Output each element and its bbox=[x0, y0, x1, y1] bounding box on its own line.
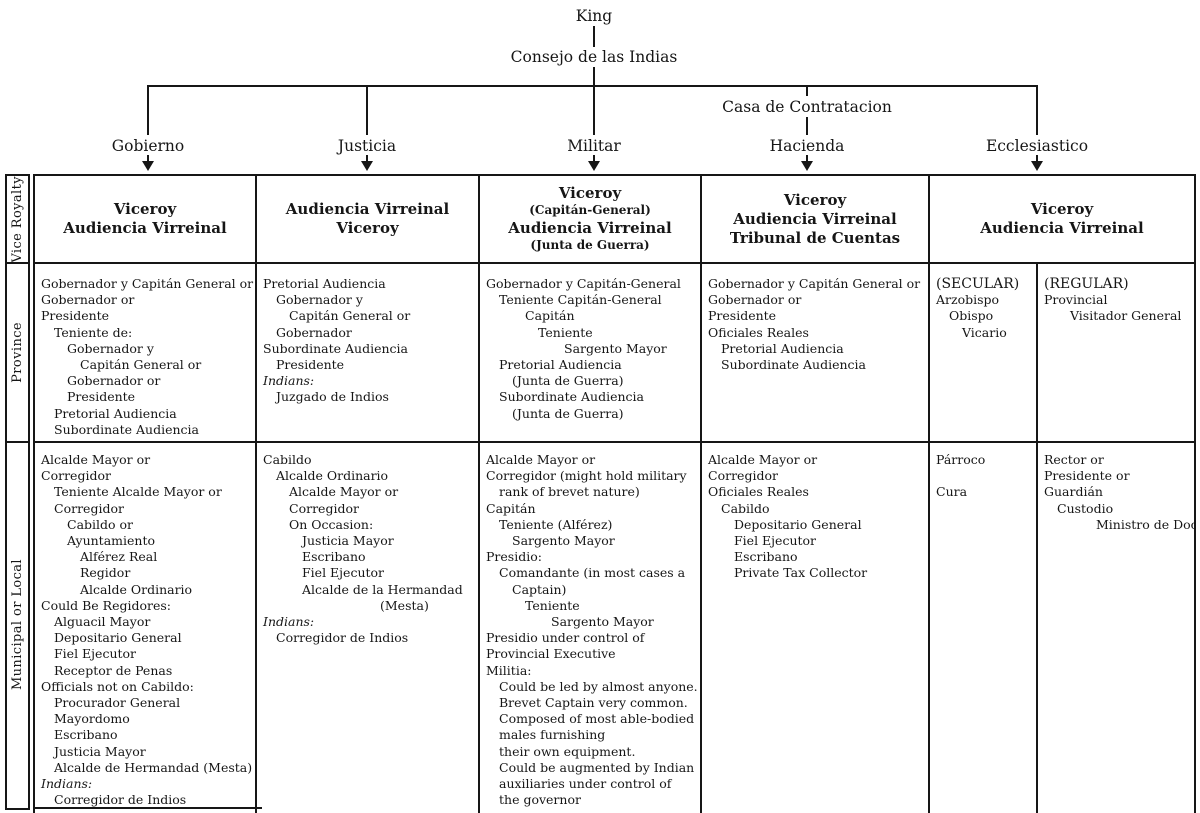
drop-line-justicia bbox=[366, 85, 368, 135]
consejo-label: Consejo de las Indias bbox=[510, 48, 678, 66]
branch-label-militar: Militar bbox=[567, 137, 621, 155]
branch-label-justicia: Justicia bbox=[337, 137, 397, 155]
down-arrow-head-justicia bbox=[361, 161, 373, 171]
cell-viceroyalty-militar: Viceroy(Capitán-General)Audiencia Virrei… bbox=[480, 176, 702, 264]
row-label-municipal: Municipal or Local bbox=[7, 443, 28, 806]
row-label-text: Vice Royalty bbox=[10, 176, 25, 263]
row-label-strip: Vice Royalty Province Municipal or Local bbox=[5, 174, 30, 810]
drop-line-militar bbox=[593, 85, 595, 135]
down-arrow-gobierno bbox=[147, 155, 149, 162]
king-label: King bbox=[575, 7, 613, 25]
casa-de-contratacion-label: Casa de Contratacion bbox=[722, 98, 892, 116]
drop-line-hacienda-lower bbox=[806, 117, 808, 135]
down-arrow-head-militar bbox=[588, 161, 600, 171]
branch-label-gobierno: Gobierno bbox=[111, 137, 185, 155]
row-label-text: Province bbox=[10, 322, 25, 383]
drop-line-gobierno bbox=[147, 85, 149, 135]
down-arrow-militar bbox=[593, 155, 595, 162]
down-arrow-head-gobierno bbox=[142, 161, 154, 171]
down-arrow-hacienda bbox=[806, 155, 808, 162]
table-bottom-border-col1 bbox=[33, 807, 262, 809]
drop-line-hacienda-upper bbox=[806, 85, 808, 96]
row-label-text: Municipal or Local bbox=[10, 558, 25, 691]
branch-label-hacienda: Hacienda bbox=[769, 137, 845, 155]
row-label-province: Province bbox=[7, 264, 28, 443]
down-arrow-justicia bbox=[366, 155, 368, 162]
row-label-vice-royalty: Vice Royalty bbox=[7, 176, 28, 264]
down-arrow-head-ecclesiastico bbox=[1031, 161, 1043, 171]
down-arrow-head-hacienda bbox=[801, 161, 813, 171]
line-king-to-consejo bbox=[593, 26, 595, 47]
down-arrow-ecclesiastico bbox=[1036, 155, 1038, 162]
drop-line-ecclesiastico bbox=[1036, 85, 1038, 135]
line-consejo-to-bus bbox=[593, 67, 595, 86]
branch-label-ecclesiastico: Ecclesiastico bbox=[985, 137, 1089, 155]
